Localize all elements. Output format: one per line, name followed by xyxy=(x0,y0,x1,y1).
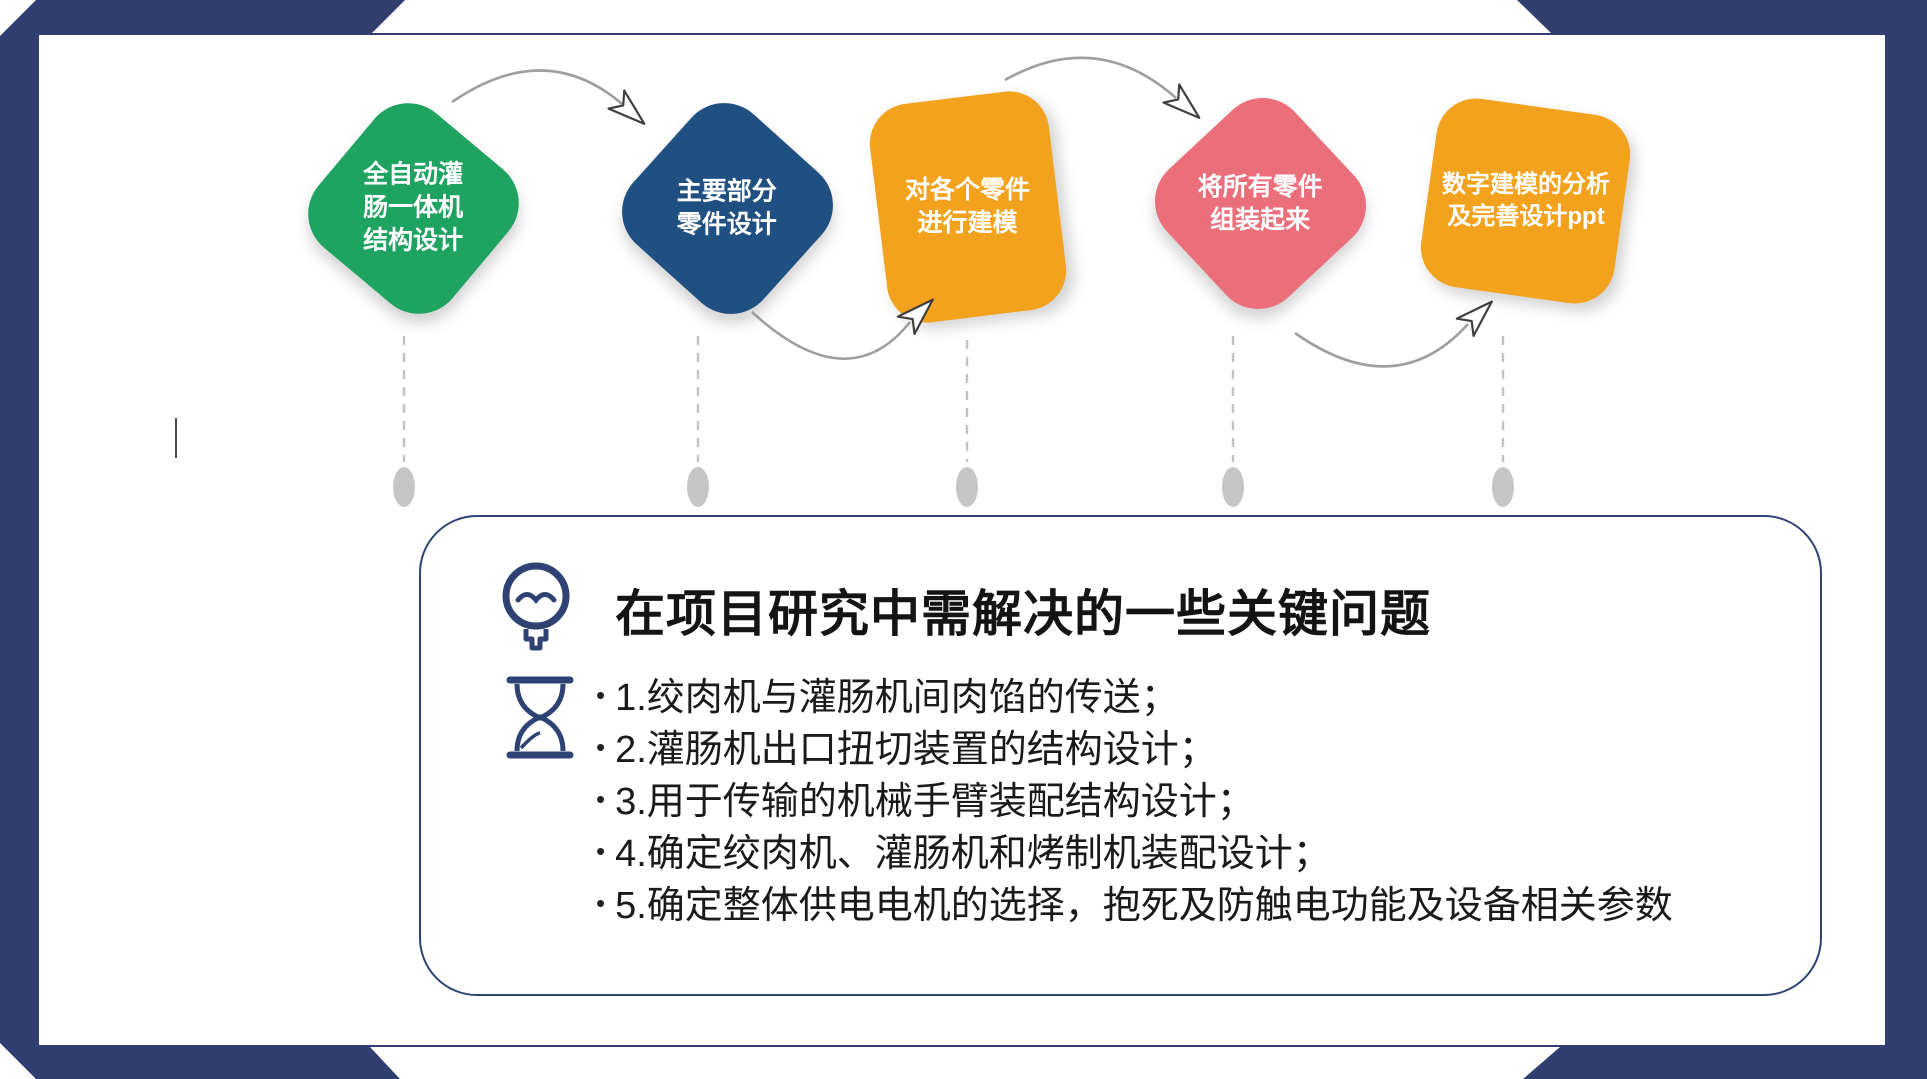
arrowhead-4-icon xyxy=(1455,300,1493,338)
process-step-5-label: 数字建模的分析 及完善设计ppt xyxy=(1441,171,1610,230)
process-step-1-label: 全自动灌 肠一体机 结构设计 xyxy=(363,160,464,255)
frame-band-left xyxy=(0,0,38,1079)
process-step-1: 全自动灌 肠一体机 结构设计 xyxy=(290,85,537,332)
arrowhead-1-icon xyxy=(607,89,646,125)
bullet-icon: • xyxy=(596,888,606,918)
curved-arrow-4 xyxy=(1294,323,1469,368)
bullet-icon: • xyxy=(596,680,606,710)
bullet-icon: • xyxy=(596,784,606,814)
drop-dot-5 xyxy=(1492,467,1514,507)
drop-dot-2 xyxy=(687,467,709,507)
process-step-5: 数字建模的分析 及完善设计ppt xyxy=(1415,93,1636,309)
list-item-2: • 2.灌肠机出口扭切装置的结构设计； xyxy=(596,718,1806,771)
list-item-5: • 5.确定整体供电电机的选择，抱死及防触电功能及设备相关参数 xyxy=(596,874,1806,927)
key-issues-box xyxy=(419,515,1822,996)
curved-arrow-2 xyxy=(751,311,912,360)
list-item-1: • 1.绞肉机与灌肠机间肉馅的传送； xyxy=(596,666,1806,719)
process-step-3: 对各个零件 进行建模 xyxy=(865,86,1071,328)
hourglass-icon xyxy=(506,676,574,759)
frame-band-top-right xyxy=(1517,0,1927,33)
process-step-4: 将所有零件 组装起来 xyxy=(1136,79,1385,328)
drop-dot-1 xyxy=(393,467,415,507)
list-item-3: • 3.用于传输的机械手臂装配结构设计； xyxy=(596,770,1806,823)
list-item-5-text: 5.确定整体供电电机的选择，抱死及防触电功能及设备相关参数 xyxy=(615,885,1673,927)
list-item-1-text: 1.绞肉机与灌肠机间肉馅的传送； xyxy=(615,677,1179,719)
drop-dot-4 xyxy=(1222,467,1244,507)
list-item-4: • 4.确定绞肉机、灌肠机和烤制机装配设计； xyxy=(596,822,1806,875)
process-step-3-label: 对各个零件 进行建模 xyxy=(905,176,1031,238)
bullet-icon: • xyxy=(596,836,606,866)
key-issues-list: • 1.绞肉机与灌肠机间肉馅的传送； • 2.灌肠机出口扭切装置的结构设计； •… xyxy=(596,666,1806,927)
curved-arrow-1 xyxy=(451,69,623,105)
list-item-2-text: 2.灌肠机出口扭切装置的结构设计； xyxy=(615,729,1217,771)
process-step-2-label: 主要部分 零件设计 xyxy=(677,177,778,239)
frame-band-bottom-right xyxy=(1523,1047,1927,1079)
curved-arrow-3 xyxy=(1004,56,1177,99)
process-step-4-label: 将所有零件 组装起来 xyxy=(1197,172,1324,234)
frame-band-top-left xyxy=(0,0,405,33)
key-issues-title: 在项目研究中需解决的一些关键问题 xyxy=(615,586,1431,642)
list-item-3-text: 3.用于传输的机械手臂装配结构设计； xyxy=(615,781,1255,823)
process-step-2: 主要部分 零件设计 xyxy=(603,84,852,333)
list-item-4-text: 4.确定绞肉机、灌肠机和烤制机装配设计； xyxy=(615,833,1331,875)
drop-dot-3 xyxy=(956,467,978,507)
bullet-icon: • xyxy=(596,732,606,762)
frame-band-bottom-left xyxy=(0,1047,400,1079)
lightbulb-icon xyxy=(502,562,570,651)
frame-band-right xyxy=(1887,0,1927,1079)
arrowhead-3-icon xyxy=(1162,83,1201,119)
